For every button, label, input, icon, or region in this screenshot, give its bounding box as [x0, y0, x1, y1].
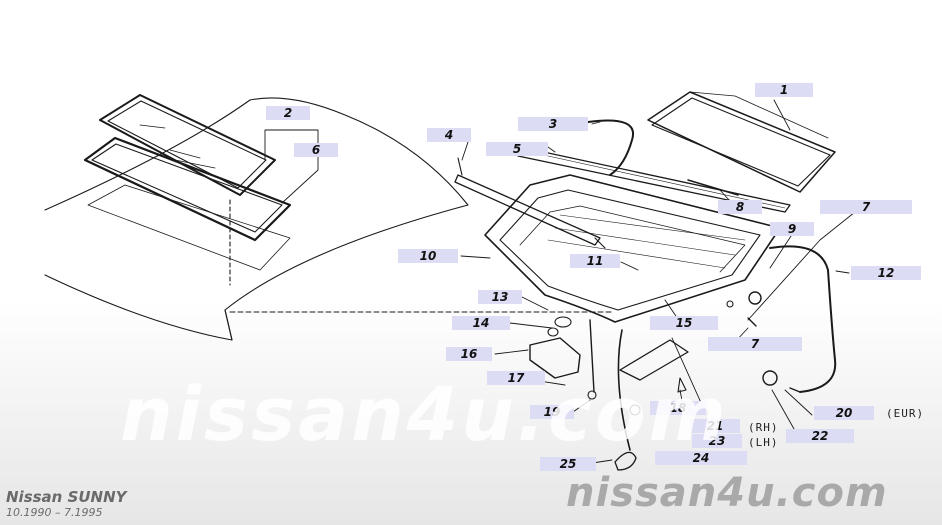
callout-7-upper: 7	[820, 200, 912, 214]
model-years: 10.1990 – 7.1995	[6, 506, 103, 519]
note-rh: (RH)	[748, 421, 779, 434]
callout-21: 21	[690, 419, 740, 433]
callout-9: 9	[770, 222, 814, 236]
callout-24: 24	[655, 451, 747, 465]
callout-17: 17	[487, 371, 545, 385]
callout-4: 4	[427, 128, 471, 142]
callout-6: 6	[294, 143, 338, 157]
knob-25	[614, 451, 637, 471]
model-name: Nissan SUNNY	[6, 488, 127, 506]
callout-3: 3	[518, 117, 588, 131]
glass-seal	[83, 136, 292, 242]
callout-8: 8	[718, 200, 762, 214]
motor-16	[529, 337, 581, 379]
callout-22: 22	[786, 429, 854, 443]
note-lh: (LH)	[748, 436, 779, 449]
callout-16: 16	[446, 347, 492, 361]
callout-11: 11	[570, 254, 620, 268]
callout-25: 25	[540, 457, 596, 471]
sunshade	[647, 91, 836, 193]
callout-7-lower: 7	[708, 337, 802, 351]
callout-19: 19	[530, 405, 574, 419]
bracket-21	[619, 339, 689, 381]
cable-12	[769, 245, 837, 393]
watermark-center: nissan4u.com	[120, 372, 729, 458]
callout-12: 12	[851, 266, 921, 280]
callout-20: 20	[814, 406, 874, 420]
callout-15: 15	[650, 316, 718, 330]
glass-panel	[99, 94, 276, 196]
rail-4	[454, 174, 601, 246]
callout-5: 5	[486, 142, 548, 156]
callout-1: 1	[755, 83, 813, 97]
callout-23: 23	[692, 434, 742, 448]
callout-13: 13	[478, 290, 522, 304]
drain-hose-19	[617, 329, 631, 451]
sunroof-frame	[484, 174, 781, 323]
callout-10: 10	[398, 249, 458, 263]
callout-2: 2	[266, 106, 310, 120]
note-eur: (EUR)	[886, 407, 925, 420]
callout-18: 18	[650, 401, 706, 415]
cable-3	[587, 119, 635, 176]
roof-opening	[87, 184, 291, 271]
watermark-bottom: nissan4u.com	[566, 470, 888, 516]
callout-14: 14	[452, 316, 510, 330]
roof-panel	[44, 97, 469, 341]
